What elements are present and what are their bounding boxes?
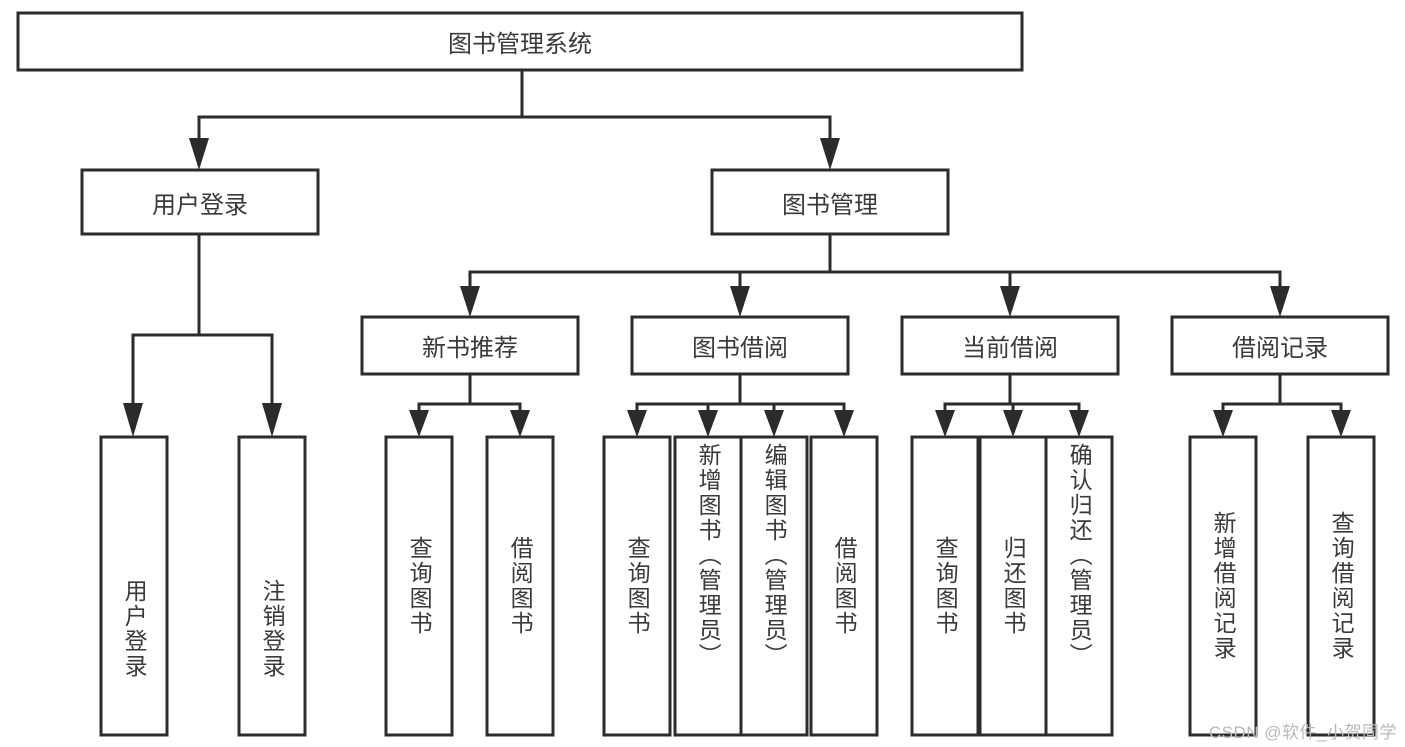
leaf-box-query-book-2[interactable]	[602, 435, 672, 737]
leaf-box-confirm-return[interactable]	[1044, 435, 1114, 737]
leaf-box-logout[interactable]	[237, 435, 307, 737]
leaf-box-user-login[interactable]	[99, 435, 169, 737]
arrow-head-leaf-logout	[262, 403, 282, 437]
node-box-borrow-record[interactable]	[1170, 315, 1390, 376]
arrow-head-user-login	[189, 138, 209, 170]
arrow-head-leaf-edit-book	[764, 410, 784, 437]
arrow-head-book-borrow	[730, 286, 750, 317]
leaf-box-add-record[interactable]	[1188, 435, 1258, 737]
arrow-head-leaf-user-login	[123, 403, 143, 437]
connector-current-borrow-bus	[943, 372, 1081, 414]
arrow-head-leaf-query-book-1	[409, 410, 429, 437]
arrow-head-leaf-add-record	[1213, 410, 1233, 437]
connector-root-bus	[197, 68, 832, 142]
arrow-head-leaf-add-book	[698, 410, 718, 437]
node-box-root[interactable]	[16, 11, 1024, 72]
connector-user-login-bus	[131, 232, 274, 407]
node-box-book-manage[interactable]	[710, 168, 950, 236]
connector-book-manage-bus	[468, 232, 1282, 290]
arrow-head-leaf-borrow-book-1	[510, 410, 530, 437]
arrow-head-leaf-borrow-book-2	[834, 410, 854, 437]
arrow-head-current-borrow	[1000, 286, 1020, 317]
leaf-box-borrow-book-1[interactable]	[485, 435, 555, 737]
leaf-box-edit-book[interactable]	[739, 435, 809, 737]
arrow-head-new-book-recommend	[460, 286, 480, 317]
node-box-user-login[interactable]	[80, 168, 320, 236]
leaf-box-query-book-3[interactable]	[910, 435, 980, 737]
leaf-box-query-book-1[interactable]	[384, 435, 454, 737]
arrow-head-borrow-record	[1270, 286, 1290, 317]
arrow-head-book-manage	[820, 138, 840, 170]
leaf-box-return-book[interactable]	[978, 435, 1048, 737]
node-box-current-borrow[interactable]	[900, 315, 1120, 376]
node-box-new-book-recommend[interactable]	[360, 315, 580, 376]
arrow-head-leaf-return-book	[1003, 410, 1023, 437]
arrow-head-leaf-query-record	[1331, 410, 1351, 437]
leaf-box-add-book[interactable]	[673, 435, 743, 737]
leaf-box-borrow-book-2[interactable]	[809, 435, 879, 737]
arrow-head-leaf-query-book-2	[627, 410, 647, 437]
node-box-book-borrow[interactable]	[630, 315, 850, 376]
leaf-box-query-record[interactable]	[1306, 435, 1376, 737]
connector-new-book-recommend-bus	[417, 372, 522, 414]
arrow-head-leaf-query-book-3	[935, 410, 955, 437]
connector-book-borrow-bus	[635, 372, 846, 414]
arrow-head-leaf-confirm-return	[1069, 410, 1089, 437]
connector-borrow-record-bus	[1221, 372, 1343, 414]
